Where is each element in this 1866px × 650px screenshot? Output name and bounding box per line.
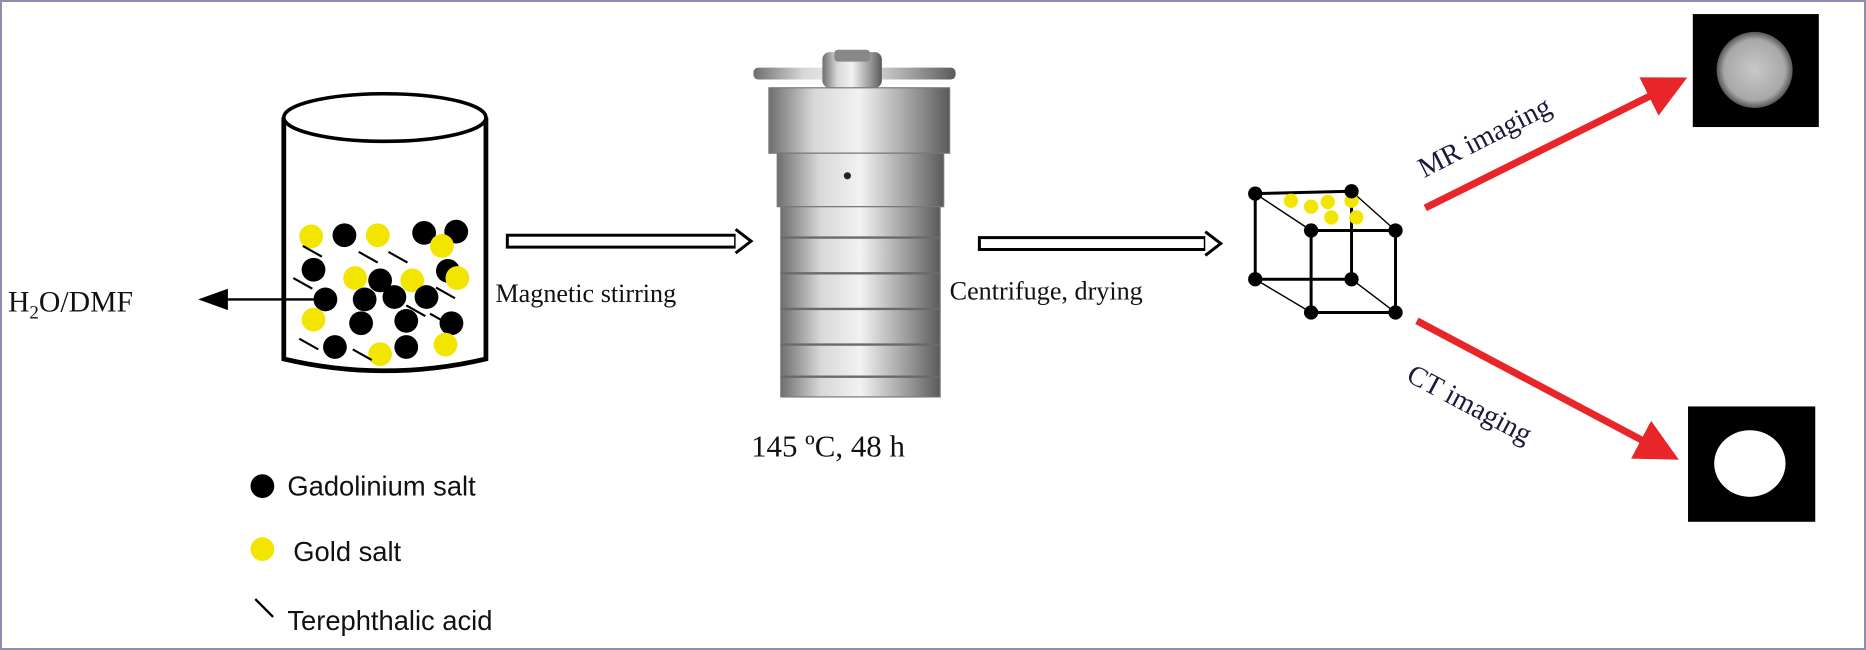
gadolinium-particle	[394, 308, 419, 333]
terephthalic-linker	[302, 244, 323, 258]
gadolinium-particle	[412, 220, 436, 245]
gold-particle	[433, 332, 458, 357]
terephthalic-marker-icon	[254, 598, 274, 618]
gold-particle	[299, 224, 324, 249]
ct-image	[1688, 406, 1816, 522]
terephthalic-linker	[298, 337, 319, 351]
legend: Gadolinium salt Gold salt Terephthalic a…	[250, 471, 492, 636]
gadolinium-particle	[352, 287, 377, 312]
gadolinium-particle	[382, 285, 407, 309]
gold-particle	[430, 234, 454, 258]
mr-imaging-label: MR imaging	[1413, 91, 1556, 184]
gold-particle	[365, 223, 390, 248]
gadolinium-particle	[301, 257, 326, 282]
terephthalic-linker	[352, 348, 373, 362]
mr-arrow	[1423, 77, 1688, 212]
legend-terephthalic: Terephthalic acid	[287, 605, 492, 636]
terephthalic-linker	[405, 304, 426, 318]
process-arrow-2	[977, 230, 1224, 257]
gadolinium-particle	[368, 268, 392, 293]
gold-particle	[445, 266, 470, 290]
terephthalic-linker	[429, 312, 450, 326]
solvent-annotation: H2O/DMF	[8, 286, 318, 323]
step-magnetic-stirring: Magnetic stirring	[495, 279, 676, 308]
gold-particle	[343, 266, 368, 290]
gadolinium-particle	[349, 311, 373, 336]
ct-arrow	[1415, 317, 1679, 460]
terephthalic-linker	[387, 250, 408, 264]
step-centrifuge-drying: Centrifuge, drying	[950, 276, 1143, 305]
gadolinium-particle	[439, 311, 464, 336]
gadolinium-particle	[323, 335, 347, 359]
legend-gold: Gold salt	[293, 536, 401, 567]
process-arrow-1	[505, 228, 754, 255]
gadolinium-particle	[394, 335, 419, 359]
terephthalic-linker	[292, 277, 313, 290]
terephthalic-linker	[435, 286, 456, 300]
reaction-conditions: 145 ºC, 48 h	[751, 428, 905, 463]
mr-image	[1692, 14, 1819, 128]
gold-marker-icon	[250, 537, 275, 562]
arrowhead-left-icon	[198, 288, 228, 311]
gold-particle	[400, 268, 425, 293]
autoclave-image	[753, 49, 956, 398]
gadolinium-particle	[332, 223, 357, 248]
terephthalic-linker	[358, 250, 379, 264]
gold-particle	[301, 307, 326, 332]
gadolinium-particle	[414, 285, 439, 309]
solvent-label: H2O/DMF	[8, 286, 133, 323]
gadolinium-marker-icon	[250, 474, 275, 499]
legend-gadolinium: Gadolinium salt	[287, 471, 476, 502]
reactant-particles	[292, 219, 470, 367]
gold-particle	[368, 342, 392, 367]
mof-cube	[1248, 184, 1403, 320]
gadolinium-particle	[313, 287, 338, 312]
beaker	[281, 91, 489, 374]
